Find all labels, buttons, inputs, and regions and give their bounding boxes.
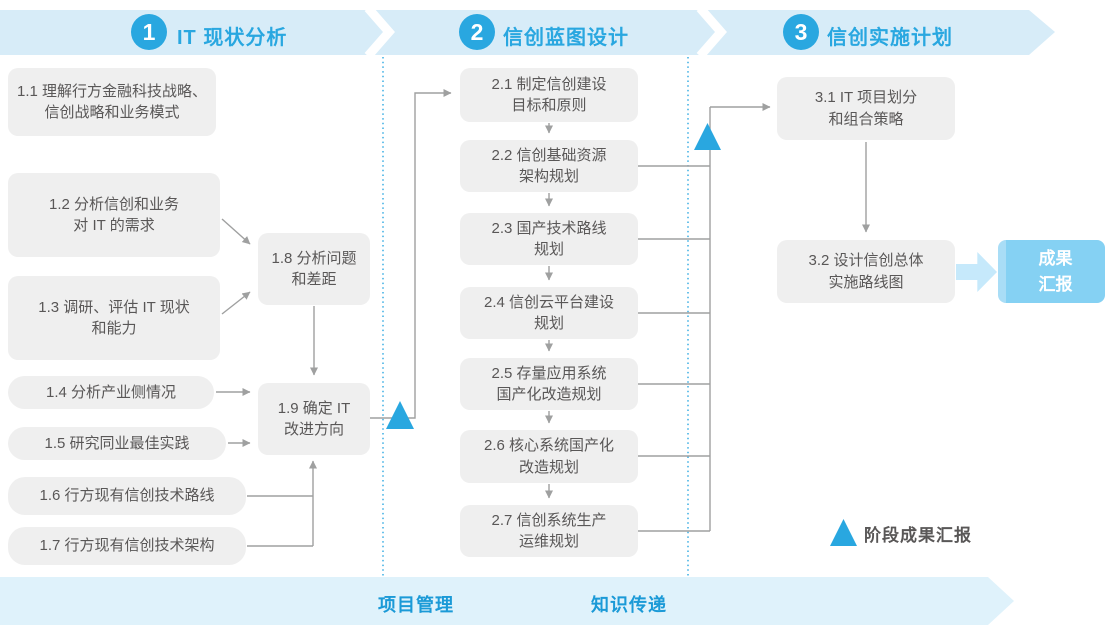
result-report-box: 成果 汇报: [998, 240, 1105, 303]
task-box-1-8: 1.8 分析问题 和差距: [258, 233, 370, 305]
task-box-1-6: 1.6 行方现有信创技术路线: [8, 477, 246, 515]
knowledge-transfer-label: 知识传递: [591, 595, 667, 615]
task-box-2-2: 2.2 信创基础资源 架构规划: [460, 140, 638, 192]
task-box-3-1: 3.1 IT 项目划分 和组合策略: [777, 77, 955, 140]
project-management-label: 项目管理: [378, 595, 454, 615]
task-box-1-7: 1.7 行方现有信创技术架构: [8, 527, 246, 565]
task-box-2-5: 2.5 存量应用系统 国产化改造规划: [460, 358, 638, 410]
task-box-2-6: 2.6 核心系统国产化 改造规划: [460, 430, 638, 483]
task-box-2-4: 2.4 信创云平台建设 规划: [460, 287, 638, 339]
legend-label: 阶段成果汇报: [864, 526, 972, 545]
task-box-1-5: 1.5 研究同业最佳实践: [8, 427, 226, 460]
legend-triangle-icon: [830, 519, 857, 546]
phase-1-title: IT 现状分析: [177, 27, 288, 49]
phase-3-number-badge: 3: [783, 14, 819, 50]
phase-1-number-badge: 1: [131, 14, 167, 50]
band-chevron-separator-2: [696, 5, 727, 59]
phase-3-title: 信创实施计划: [827, 27, 953, 49]
task-box-2-3: 2.3 国产技术路线 规划: [460, 213, 638, 265]
task-box-1-3: 1.3 调研、评估 IT 现状 和能力: [8, 276, 220, 360]
band-chevron-separator-1: [364, 5, 395, 59]
bottom-process-band: [0, 577, 1014, 625]
task-box-1-4: 1.4 分析产业侧情况: [8, 376, 214, 409]
milestone-triangle-icon-phase1: [386, 401, 414, 429]
task-box-1-2: 1.2 分析信创和业务 对 IT 的需求: [8, 173, 220, 257]
phase-2-title: 信创蓝图设计: [503, 27, 629, 49]
task-box-1-1: 1.1 理解行方金融科技战略、 信创战略和业务模式: [8, 68, 216, 136]
task-box-2-7: 2.7 信创系统生产 运维规划: [460, 505, 638, 557]
task-box-3-2: 3.2 设计信创总体 实施路线图: [777, 240, 955, 303]
task-box-2-1: 2.1 制定信创建设 目标和原则: [460, 68, 638, 122]
milestone-triangle-icon-phase2: [694, 123, 721, 150]
top-process-band: [0, 10, 1055, 55]
phase-2-number-badge: 2: [459, 14, 495, 50]
task-box-1-9: 1.9 确定 IT 改进方向: [258, 383, 370, 455]
